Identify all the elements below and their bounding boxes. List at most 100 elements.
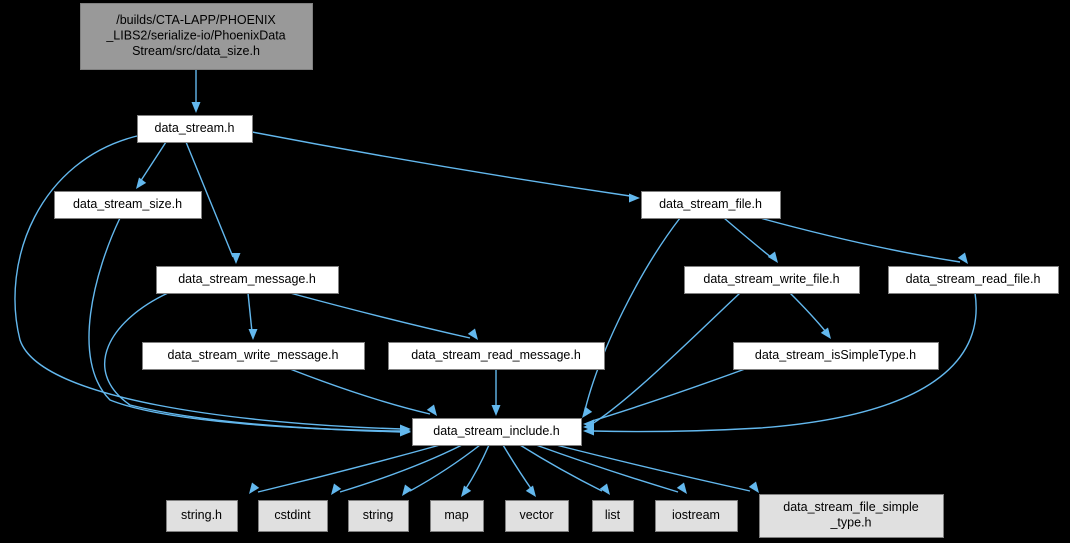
- node-box: [348, 500, 409, 532]
- node-box: [505, 500, 569, 532]
- node-label: data_stream_message.h: [178, 272, 316, 286]
- node-label: data_stream_include.h: [433, 424, 560, 438]
- edge-line: [289, 368, 431, 415]
- edge-arrowhead: [461, 485, 472, 497]
- dependency-edge: [502, 444, 536, 497]
- graph-node-data_stream_message[interactable]: data_stream_message.hdata_stream_message…: [156, 266, 339, 294]
- node-box: [137, 115, 253, 143]
- edge-line: [591, 292, 977, 433]
- node-label: _type.h: [829, 516, 871, 530]
- graph-node-data_stream_read_message[interactable]: data_stream_read_message.hdata_stream_re…: [388, 342, 605, 370]
- edge-line: [502, 444, 533, 491]
- node-label: data_stream_size.h: [73, 197, 182, 211]
- graph-node-map[interactable]: mapmap: [430, 500, 484, 532]
- node-label: Stream/src/data_size.h: [132, 44, 260, 58]
- edge-line: [103, 292, 403, 433]
- graph-node-data_stream_isSimpleType[interactable]: data_stream_isSimpleType.hdata_stream_is…: [733, 342, 939, 370]
- edge-arrowhead: [582, 406, 593, 418]
- dependency-edge: [251, 131, 640, 203]
- edge-arrowhead: [136, 177, 147, 189]
- edge-arrowhead: [599, 483, 610, 495]
- graph-node-cstdint[interactable]: cstdintcstdint: [258, 500, 328, 532]
- edge-line: [584, 217, 681, 411]
- dependency-edge: [191, 69, 201, 113]
- dependency-edge: [289, 368, 437, 416]
- node-box: [592, 500, 634, 532]
- graph-node-iostream[interactable]: iostreamiostream: [655, 500, 738, 532]
- edge-line: [185, 141, 234, 258]
- node-box: [80, 3, 313, 70]
- edge-line: [257, 444, 441, 493]
- node-label: cstdint: [274, 508, 311, 522]
- edge-arrowhead: [400, 427, 411, 437]
- edge-arrowhead: [248, 329, 258, 340]
- edge-arrowhead: [676, 482, 687, 494]
- edge-line: [519, 444, 603, 492]
- edge-line: [14, 135, 403, 430]
- dependency-edge: [555, 444, 759, 493]
- node-box: [142, 342, 365, 370]
- edge-line: [555, 444, 751, 492]
- node-box: [430, 500, 484, 532]
- graph-node-list[interactable]: listlist: [592, 500, 634, 532]
- dependency-edge: [759, 217, 968, 264]
- dependency-edge: [723, 217, 778, 263]
- edge-line: [251, 131, 631, 197]
- edge-line: [723, 217, 773, 259]
- edge-line: [289, 292, 471, 339]
- edge-arrowhead: [525, 485, 536, 497]
- node-label: data_stream_read_message.h: [411, 348, 581, 362]
- edge-arrowhead: [467, 328, 478, 340]
- edge-line: [591, 292, 741, 425]
- edge-arrowhead: [583, 426, 594, 436]
- edge-line: [591, 368, 746, 422]
- edge-line: [247, 292, 253, 333]
- node-label: data_stream.h: [155, 121, 235, 135]
- edge-arrowhead: [426, 404, 437, 416]
- graph-node-string[interactable]: stringstring: [348, 500, 409, 532]
- edge-arrowhead: [629, 193, 640, 203]
- edge-line: [88, 217, 403, 432]
- graph-node-data_stream_file_simple_type[interactable]: data_stream_file_simple_type.hdata_strea…: [759, 494, 944, 538]
- node-label: _LIBS2/serialize-io/PhoenixData: [105, 28, 285, 42]
- node-label: string: [363, 508, 394, 522]
- node-box: [888, 266, 1059, 294]
- graph-node-data_stream_include[interactable]: data_stream_include.hdata_stream_include…: [412, 418, 582, 446]
- edge-arrowhead: [231, 253, 241, 264]
- dependency-edge: [491, 369, 501, 416]
- dependency-edge: [582, 217, 681, 418]
- node-label: list: [605, 508, 621, 522]
- edge-arrowhead: [583, 419, 594, 429]
- edge-arrowhead: [402, 484, 413, 496]
- node-box: [759, 494, 944, 538]
- graph-node-data_stream_read_file[interactable]: data_stream_read_file.hdata_stream_read_…: [888, 266, 1059, 294]
- dependency-edge: [583, 292, 977, 436]
- node-label: vector: [519, 508, 553, 522]
- edge-line: [535, 444, 679, 493]
- edge-arrowhead: [491, 405, 501, 416]
- graph-node-vector[interactable]: vectorvector: [505, 500, 569, 532]
- node-box: [412, 418, 582, 446]
- node-label: iostream: [672, 508, 720, 522]
- graph-node-root[interactable]: /builds/CTA-LAPP/PHOENIX_LIBS2/serialize…: [80, 3, 313, 70]
- node-label: data_stream_write_file.h: [703, 272, 839, 286]
- node-label: data_stream_write_message.h: [168, 348, 339, 362]
- edge-arrowhead: [191, 102, 201, 113]
- dependency-edge: [289, 292, 478, 340]
- edge-line: [759, 217, 961, 263]
- dependency-edge: [402, 444, 481, 496]
- graph-node-data_stream_write_message[interactable]: data_stream_write_message.hdata_stream_w…: [142, 342, 365, 370]
- dependency-edge: [249, 444, 441, 494]
- dependency-edge: [331, 444, 463, 495]
- node-label: data_stream_file.h: [659, 197, 762, 211]
- graph-node-data_stream_write_file[interactable]: data_stream_write_file.hdata_stream_writ…: [684, 266, 860, 294]
- dependency-edge: [136, 141, 167, 189]
- node-box: [641, 191, 781, 219]
- dependency-edge: [789, 292, 831, 339]
- edge-arrowhead: [820, 327, 831, 339]
